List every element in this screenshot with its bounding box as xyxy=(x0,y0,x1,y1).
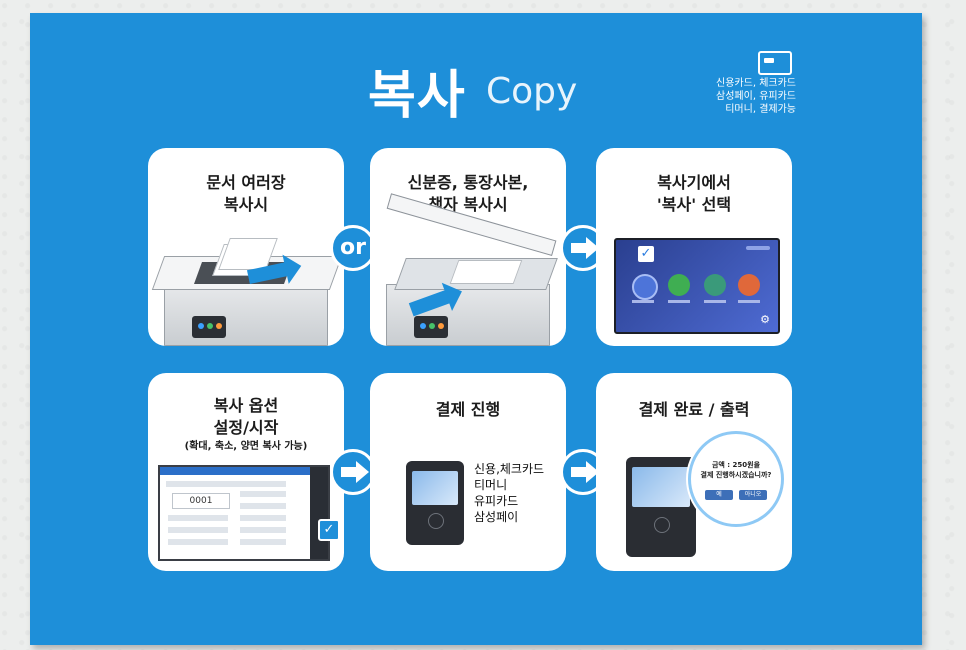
fax-app-icon xyxy=(704,274,726,296)
copy-count: 0001 xyxy=(172,493,230,509)
copy-options-screen: 0001 xyxy=(158,465,330,561)
payment-note-line: 티머니, 결제가능 xyxy=(725,104,796,115)
step-panel-options: 복사 옵션 설정/시작 (확대, 축소, 양면 복사 가능) 0001 ✓ xyxy=(148,373,344,571)
card-icon xyxy=(758,51,792,75)
printer-icon xyxy=(164,284,328,346)
popup-no-button: 아니오 xyxy=(739,490,767,500)
check-icon: ✓ xyxy=(318,519,340,541)
payment-terminal-icon xyxy=(406,461,464,545)
or-connector: or xyxy=(330,225,376,271)
printer-icon xyxy=(386,284,550,346)
payment-terminal-icon xyxy=(626,457,696,557)
scan-app-icon xyxy=(668,274,690,296)
step-panel-multi-page: 문서 여러장 복사시 xyxy=(148,148,344,346)
arrow-right-icon xyxy=(330,449,376,495)
title-korean: 복사 xyxy=(368,66,466,126)
copy-instruction-sign: 복사 Copy 신용카드, 체크카드 삼성페이, 유피카드 티머니, 결제가능 … xyxy=(30,13,922,645)
copier-home-screen: ✓ ⚙ xyxy=(614,238,780,334)
payment-note-line: 신용카드, 체크카드 xyxy=(716,78,796,89)
step-title: 복사기에서 '복사' 선택 xyxy=(656,173,732,214)
popup-yes-button: 예 xyxy=(705,490,733,500)
step-panel-payment: 결제 진행 신용,체크카드 티머니 유피카드 삼성페이 xyxy=(370,373,566,571)
gear-icon: ⚙ xyxy=(760,313,770,326)
document-icon xyxy=(449,260,523,284)
step-panel-id-booklet: 신분증, 통장사본, 책자 복사시 xyxy=(370,148,566,346)
title-english: Copy xyxy=(486,71,578,112)
step-panel-complete: 결제 완료 / 출력 금액 : 250원을 결제 진행하시겠습니까? 예 아니오 xyxy=(596,373,792,571)
control-panel-icon xyxy=(192,316,226,338)
step-title: 결제 완료 / 출력 xyxy=(638,400,750,419)
step-panel-select-copy: 복사기에서 '복사' 선택 ✓ ⚙ xyxy=(596,148,792,346)
payment-methods-note: 신용카드, 체크카드 삼성페이, 유피카드 티머니, 결제가능 xyxy=(680,77,796,116)
print-app-icon xyxy=(738,274,760,296)
step-title: 복사 옵션 설정/시작 (확대, 축소, 양면 복사 가능) xyxy=(184,396,308,452)
payment-note-line: 삼성페이, 유피카드 xyxy=(716,91,796,102)
copy-app-icon xyxy=(632,274,658,300)
check-icon: ✓ xyxy=(638,246,654,262)
payment-method-list: 신용,체크카드 티머니 유피카드 삼성페이 xyxy=(474,462,545,524)
control-panel-icon xyxy=(414,316,448,338)
confirm-popup: 금액 : 250원을 결제 진행하시겠습니까? 예 아니오 xyxy=(688,431,784,527)
step-title: 문서 여러장 복사시 xyxy=(206,173,286,214)
step-title: 결제 진행 xyxy=(435,400,501,419)
